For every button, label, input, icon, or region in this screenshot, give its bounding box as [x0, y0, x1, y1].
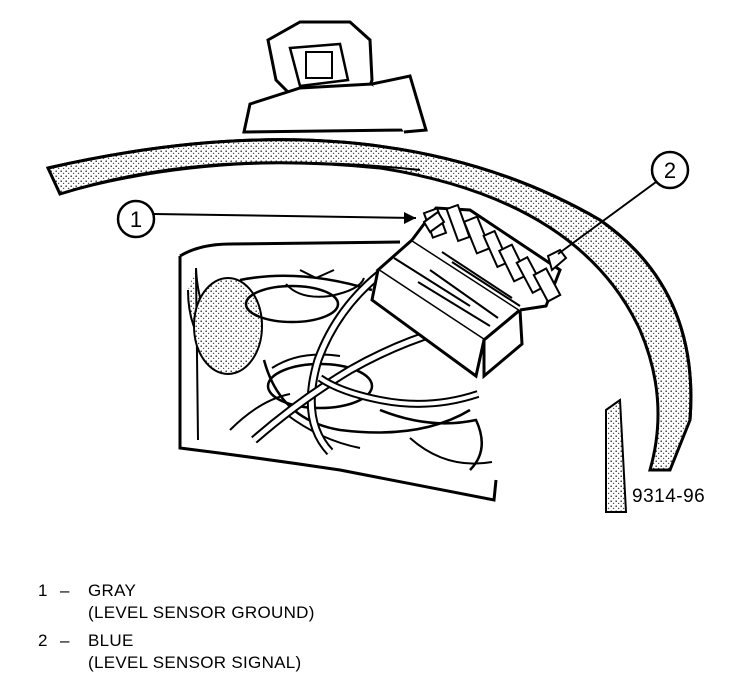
callout-2: 2	[557, 150, 690, 255]
legend-item-1: 1 – GRAY (LEVEL SENSOR GROUND)	[38, 580, 315, 624]
callout-1: 1	[116, 199, 417, 239]
legend-item-2: 2 – BLUE (LEVEL SENSOR SIGNAL)	[38, 630, 315, 674]
legend-description: (LEVEL SENSOR GROUND)	[88, 603, 315, 622]
callout-2-label: 2	[664, 158, 676, 183]
legend-number: 2	[38, 631, 48, 650]
legend-description: (LEVEL SENSOR SIGNAL)	[88, 653, 302, 672]
legend-number: 1	[38, 581, 48, 600]
legend: 1 – GRAY (LEVEL SENSOR GROUND) 2 – BLUE …	[38, 580, 315, 680]
connector-illustration: 1 2	[45, 20, 693, 513]
wiring-connector	[370, 203, 568, 380]
tank-rim	[45, 138, 693, 513]
callout-1-label: 1	[130, 207, 142, 232]
legend-dash: –	[60, 631, 70, 650]
legend-dash: –	[60, 581, 70, 600]
legend-wire-color: BLUE	[88, 631, 134, 650]
top-connector-plug	[242, 20, 428, 134]
figure-id: 9314-96	[632, 486, 706, 507]
legend-wire-color: GRAY	[88, 581, 137, 600]
